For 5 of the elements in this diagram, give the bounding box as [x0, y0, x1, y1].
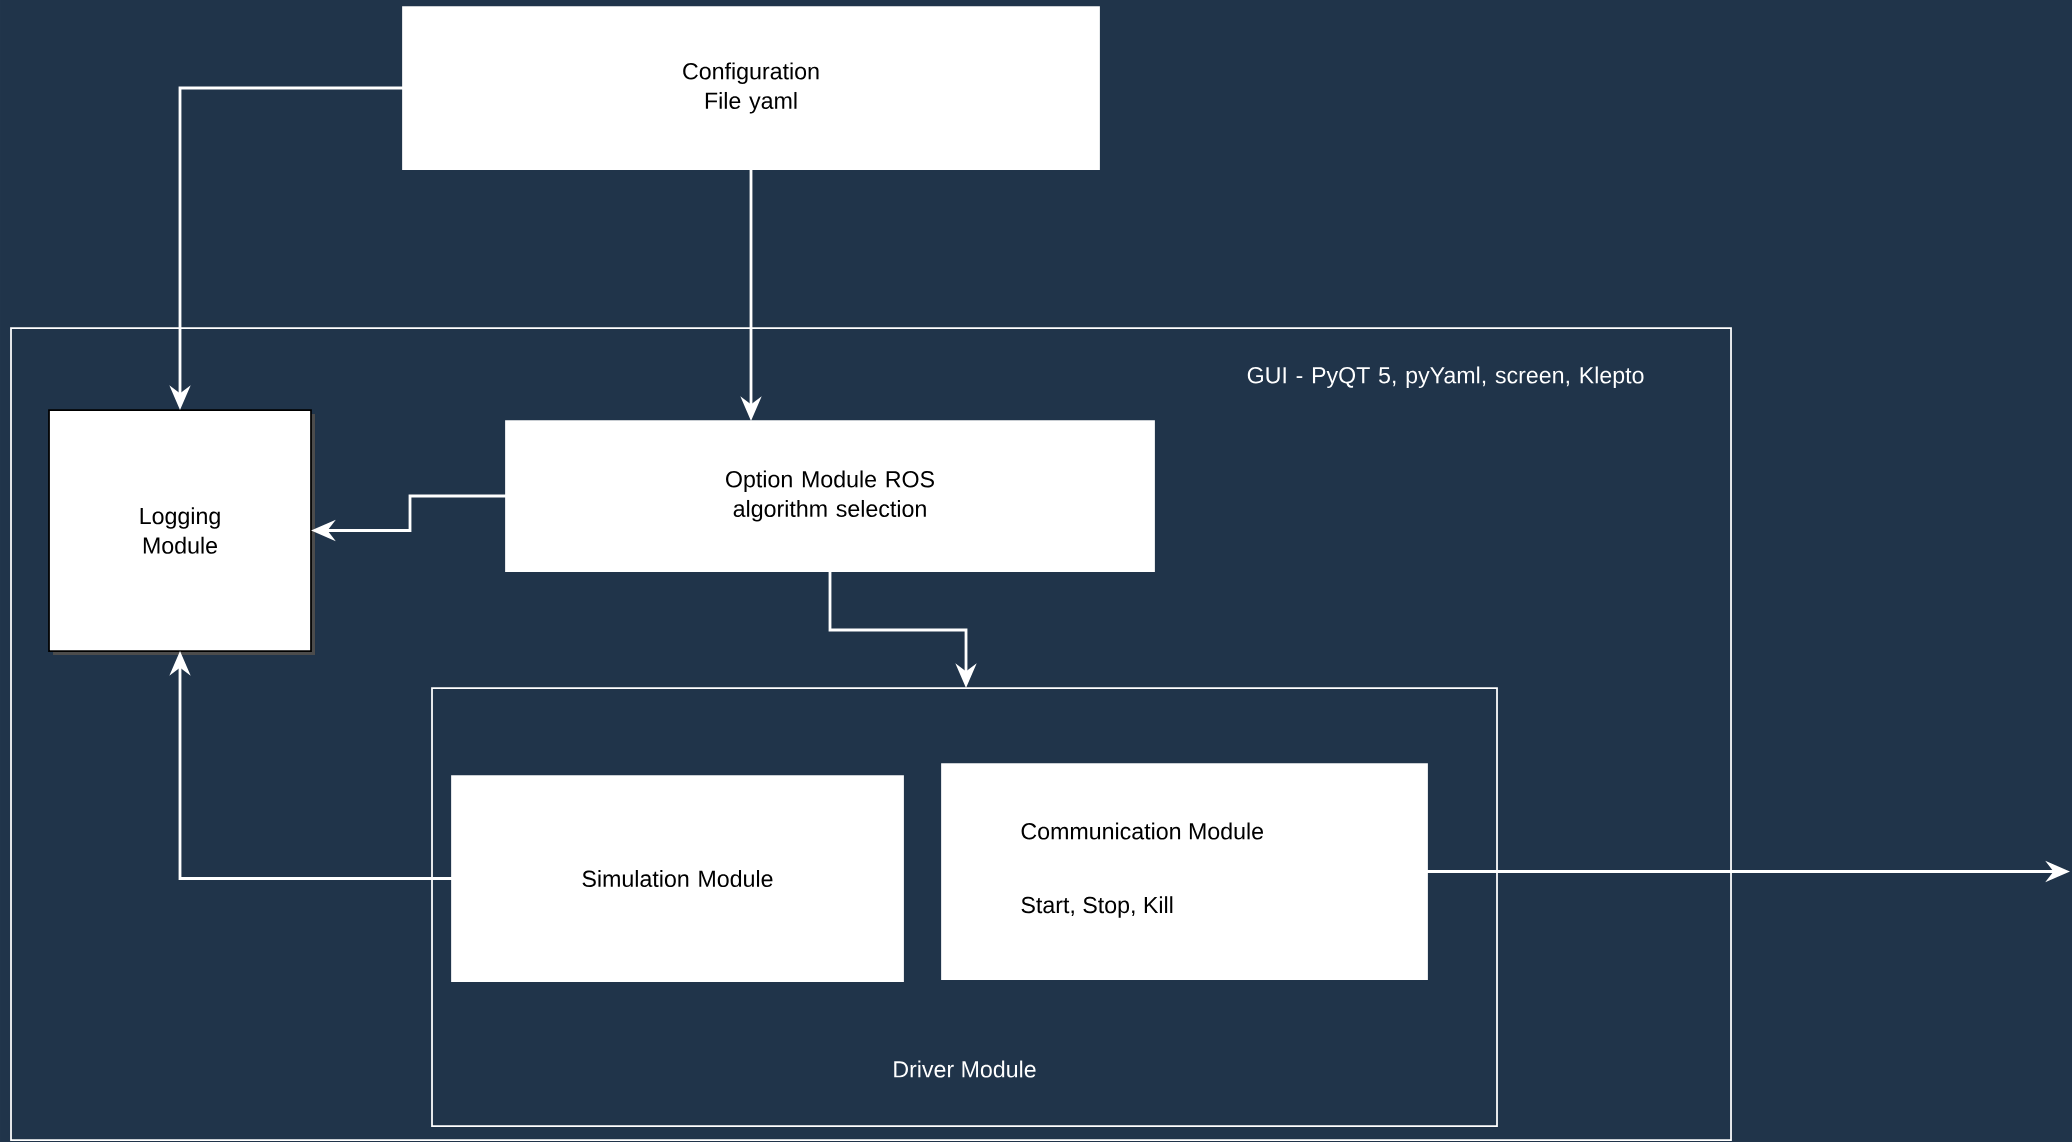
module-box: Communication Module Start, Stop, Kill [941, 763, 1428, 980]
module-box: Logging Module [48, 409, 315, 655]
module-box: Option Module ROS algorithm selection [505, 420, 1155, 572]
module-box: Configuration File yaml [402, 6, 1100, 170]
module-box: Simulation Module [451, 775, 904, 982]
